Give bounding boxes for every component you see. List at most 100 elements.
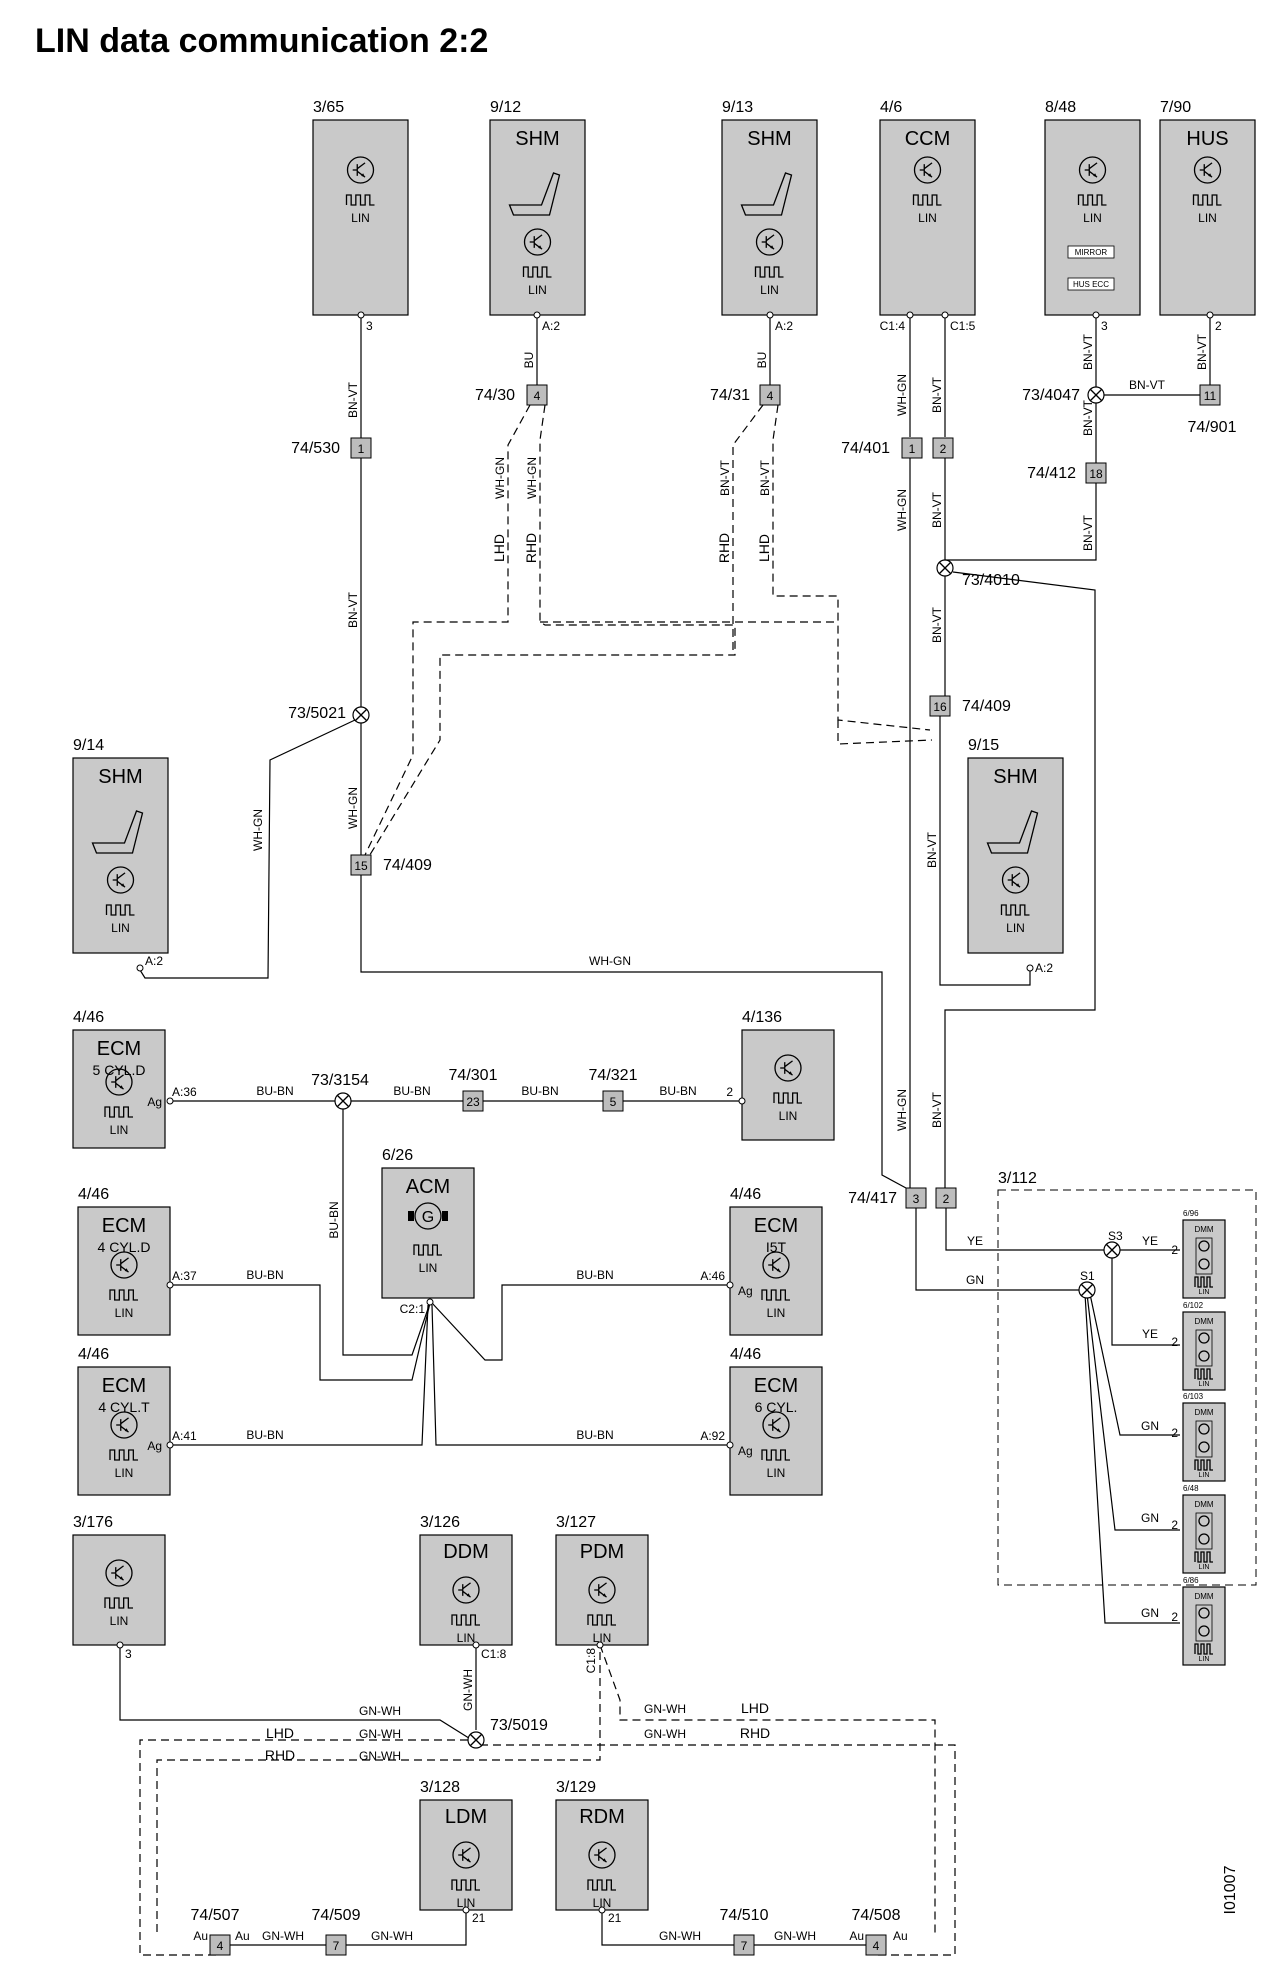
wire-color: BU-BN (521, 1084, 558, 1098)
wire (1084, 1293, 1180, 1624)
module-9-13 (721, 119, 818, 316)
lin-label: LIN (779, 1109, 798, 1123)
connector-pin-number: 15 (354, 859, 368, 873)
dmm-motor-icon (1195, 1420, 1213, 1458)
dmm-ref: 6/102 (1183, 1301, 1204, 1310)
connector-pin-number: 18 (1089, 467, 1103, 481)
wire (1111, 1254, 1180, 1346)
motor-icon (414, 1202, 442, 1230)
module-4-46 (72, 1029, 166, 1149)
dmm-motor-icon (1195, 1237, 1213, 1275)
seat-icon (740, 172, 793, 216)
connector-pin (929, 695, 951, 717)
wire-color: YE (1142, 1327, 1158, 1341)
pin-label: Au (893, 1929, 908, 1943)
dmm-pin: 2 (1171, 1335, 1178, 1349)
pin-label: 3 (125, 1647, 132, 1661)
lin-label: LIN (115, 1466, 134, 1480)
pulse-icon (345, 194, 375, 206)
wire (360, 875, 907, 1189)
wire (346, 1910, 467, 1946)
transistor-icon (588, 1841, 616, 1869)
pin-label: A:2 (1035, 961, 1053, 975)
module-7-90 (1159, 119, 1256, 316)
module-ref: 3/126 (420, 1514, 460, 1531)
wire-color: BN-VT (1081, 514, 1095, 551)
pin-terminal (1026, 964, 1034, 972)
wire-color: BU-BN (576, 1268, 613, 1282)
connector-pin (932, 437, 954, 459)
wire-color: BN-VT (1195, 333, 1209, 370)
lin-label: LIN (111, 921, 130, 935)
connector-pin (865, 1934, 887, 1956)
wire (1089, 1293, 1180, 1436)
dmm-lin-label: LIN (1199, 1289, 1210, 1296)
wire (139, 1739, 468, 1956)
connector-pin (526, 384, 548, 406)
module-name: CCM (905, 128, 951, 150)
wire-color: WH-GN (493, 457, 507, 499)
lin-label: LIN (110, 1123, 129, 1137)
module-name: SHM (993, 766, 1037, 788)
dmm-motor-icon (1195, 1329, 1213, 1367)
pin-terminal (166, 1441, 174, 1449)
splice-icon (1087, 386, 1105, 404)
lin-label: LIN (528, 283, 547, 297)
wire-color: GN (1141, 1606, 1159, 1620)
pin-label: 2 (1215, 319, 1222, 333)
lin-label: LIN (760, 283, 779, 297)
wire-color: BU-BN (576, 1428, 613, 1442)
dmm-name: DMM (1194, 1225, 1213, 1234)
variant-label: LHD (266, 1725, 294, 1741)
module-ref: 4/46 (73, 1009, 104, 1026)
wire (170, 1304, 429, 1446)
transistor-icon (588, 1576, 616, 1604)
pulse-icon (773, 1092, 802, 1104)
module-name: ECM (102, 1375, 146, 1397)
dmm-pin: 2 (1171, 1426, 1178, 1440)
module-4-46 (77, 1366, 171, 1496)
pulse-icon (104, 1106, 133, 1118)
connector-pin-number: 2 (943, 1192, 950, 1206)
module-ref: 9/14 (73, 737, 104, 754)
connector-ref: 74/409 (962, 698, 1011, 715)
lin-label: LIN (593, 1896, 612, 1910)
wire-color: GN-WH (774, 1929, 816, 1943)
pin-label: 3 (1101, 319, 1108, 333)
wire-color: WH-GN (525, 457, 539, 499)
module-3-127 (555, 1534, 649, 1646)
wire-color: WH-GN (346, 787, 360, 829)
module-ref: 4/46 (730, 1346, 761, 1363)
pulse-icon (761, 1449, 790, 1461)
dmm-group-ref: 3/112 (998, 1170, 1037, 1187)
connector-ref: 74/507 (191, 1907, 240, 1924)
pin-label: C1:8 (584, 1648, 598, 1674)
pin-terminal (726, 1441, 734, 1449)
pin-terminal (472, 1641, 480, 1649)
module-3-126 (419, 1534, 513, 1646)
module-ref: 8/48 (1045, 99, 1076, 116)
module-ref: 9/12 (490, 99, 521, 116)
connector-pin (350, 437, 372, 459)
dmm-ref: 6/86 (1183, 1576, 1199, 1585)
connector-pin-number: 3 (913, 1192, 920, 1206)
wire-color: BU-BN (659, 1084, 696, 1098)
module-ref: 3/129 (556, 1779, 596, 1796)
module-name: LDM (445, 1806, 487, 1828)
variant-label: RHD (716, 533, 732, 563)
module-sub: 5 CYL.D (93, 1062, 146, 1078)
connector-ref: 74/321 (589, 1067, 638, 1084)
pulse-icon (105, 904, 135, 916)
connector-pin-number: 2 (940, 442, 947, 456)
module-4-46 (729, 1366, 823, 1496)
wire (1086, 1293, 1180, 1531)
wire-color: GN-WH (359, 1749, 401, 1763)
wire-color: BN-VT (346, 381, 360, 418)
pin-label: Au (849, 1929, 864, 1943)
connector-pin-number: 4 (534, 389, 541, 403)
connector-pin-number: 7 (333, 1939, 340, 1953)
wire (431, 1304, 730, 1446)
pulse-icon (1194, 1551, 1213, 1563)
wire-color: BN-VT (930, 1091, 944, 1128)
